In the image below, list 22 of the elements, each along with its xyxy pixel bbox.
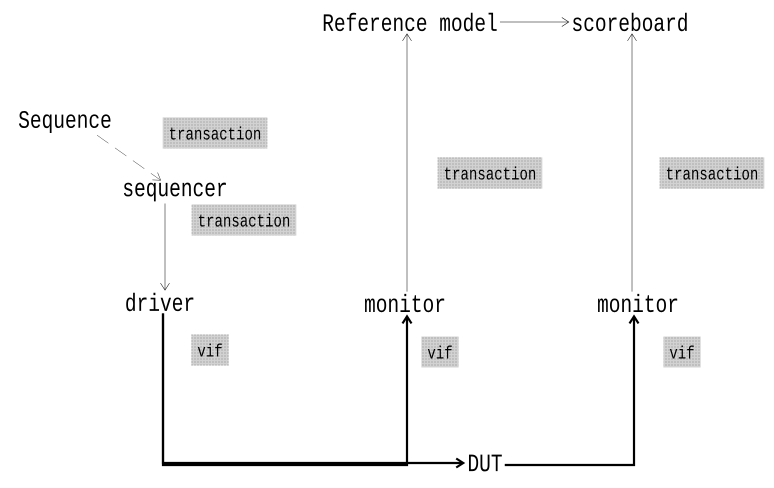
node-label: Sequence bbox=[18, 111, 110, 133]
edge-label: transaction bbox=[444, 166, 536, 180]
node-label: scoreboard bbox=[573, 12, 687, 32]
node-label: sequencer bbox=[124, 182, 226, 202]
edge-label: vif bbox=[670, 345, 694, 359]
edge-label: transaction bbox=[198, 213, 290, 227]
arrow bbox=[160, 203, 170, 290]
arrow bbox=[504, 314, 640, 466]
edge-label: transaction bbox=[666, 166, 758, 180]
node-label: monitor bbox=[598, 294, 678, 312]
node-label: Reference model bbox=[324, 12, 497, 32]
arrow bbox=[402, 34, 412, 292]
node-label: driver bbox=[126, 292, 194, 312]
arrow bbox=[162, 313, 412, 466]
edge-label: transaction bbox=[170, 126, 260, 140]
node-label: monitor bbox=[365, 294, 444, 312]
edge-label: vif bbox=[198, 343, 222, 357]
node-label: DUT bbox=[469, 454, 502, 472]
arrow bbox=[500, 17, 570, 27]
edge-label: vif bbox=[428, 345, 452, 359]
arrow bbox=[96, 134, 161, 180]
arrow bbox=[627, 34, 637, 292]
